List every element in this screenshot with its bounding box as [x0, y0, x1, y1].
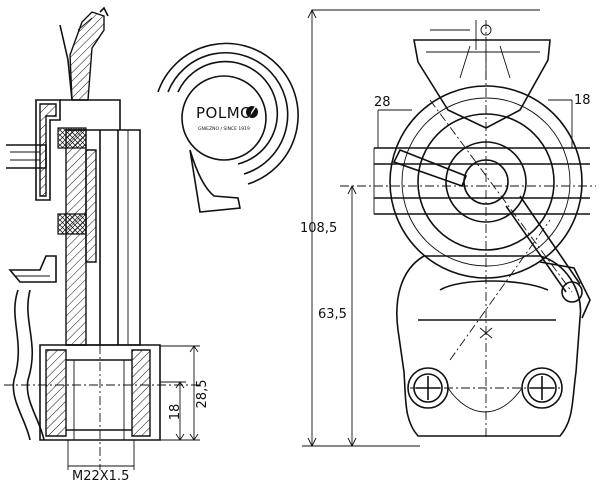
- dim-overall-height: 108,5: [300, 221, 337, 236]
- logo-tagline: GNIEZNO / SINCE 1919: [198, 126, 250, 132]
- section-view: [4, 6, 200, 470]
- dim-height-18: 18: [168, 404, 183, 421]
- front-view: [302, 8, 596, 448]
- dim-pivot-height: 63,5: [318, 307, 347, 322]
- polmo-logo: [157, 42, 299, 213]
- dim-thread: M22X1.5: [72, 469, 129, 484]
- dim-left-angle: 28: [374, 95, 391, 110]
- logo-brand: POLMO: [196, 104, 252, 122]
- dim-height-28-5: 28,5: [195, 380, 210, 409]
- dim-right-angle: 18: [574, 93, 591, 108]
